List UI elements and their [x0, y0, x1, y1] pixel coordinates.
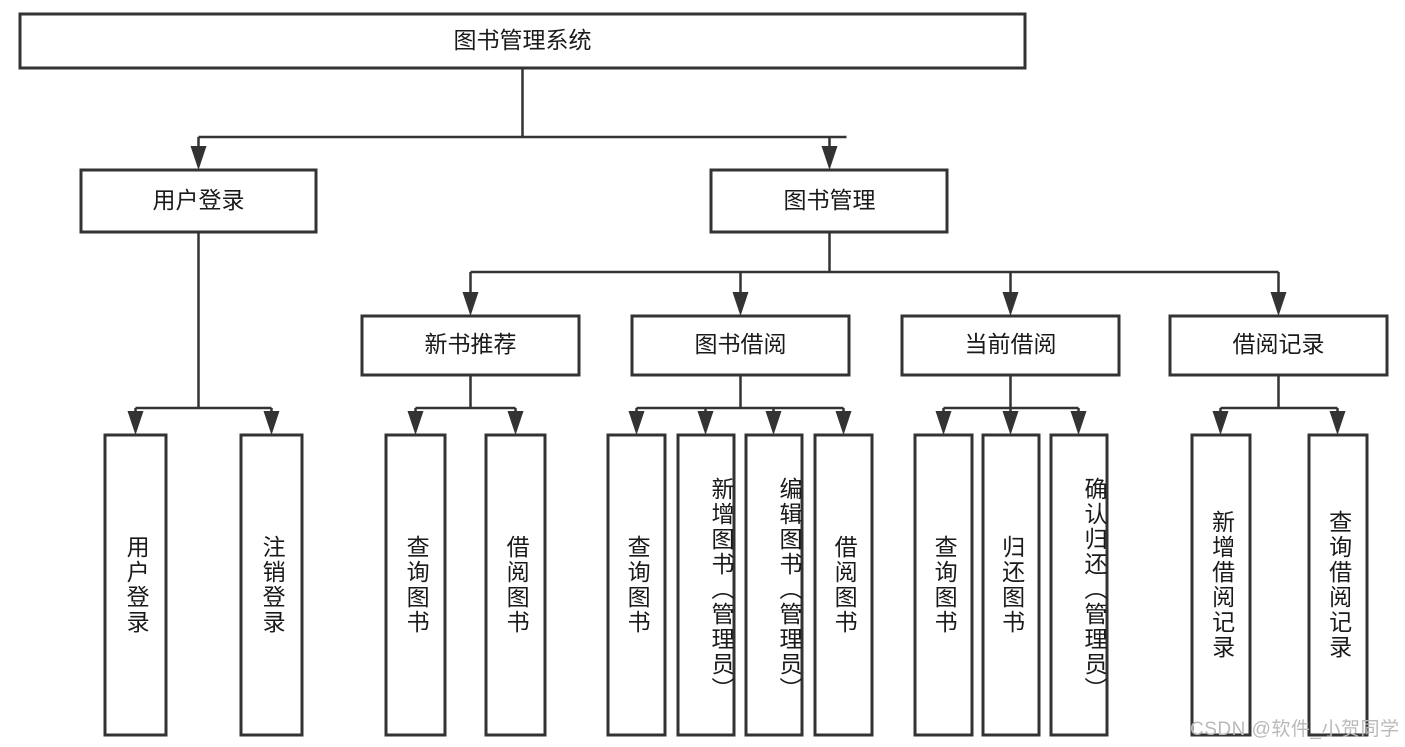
- arrow-head-user-login: [190, 146, 207, 170]
- arrow-head-leaf-add-book: [697, 411, 714, 435]
- arrow-head-current-borrow: [1002, 292, 1019, 316]
- arrow-head-book-management: [821, 146, 838, 170]
- node-root-label: 图书管理系统: [454, 27, 592, 53]
- node-leaf-borrow-book-2-box[interactable]: [813, 433, 874, 737]
- node-root-box[interactable]: [18, 12, 1027, 70]
- arrow-head-leaf-borrow-book-1: [507, 411, 524, 435]
- arrow-head-leaf-user-login: [127, 411, 144, 435]
- node-user-login[interactable]: 用户登录: [79, 168, 318, 234]
- node-book-borrow[interactable]: 图书借阅: [630, 314, 851, 377]
- node-leaf-logout-login-box[interactable]: [239, 433, 304, 737]
- node-user-login-box[interactable]: [79, 168, 318, 234]
- node-new-book-recommend-label: 新书推荐: [425, 331, 517, 357]
- node-leaf-query-book-1-box[interactable]: [384, 433, 447, 737]
- node-leaf-confirm-return-box[interactable]: [1049, 433, 1109, 737]
- node-current-borrow[interactable]: 当前借阅: [900, 314, 1121, 377]
- connector-group-current-borrow: [935, 375, 1087, 435]
- arrow-head-leaf-query-book-3: [935, 411, 952, 435]
- arrow-head-leaf-query-book-2: [628, 411, 645, 435]
- node-leaf-query-record-box[interactable]: [1307, 433, 1369, 737]
- node-leaf-user-login-box[interactable]: [103, 433, 168, 737]
- node-leaf-edit-book-box[interactable]: [744, 433, 804, 737]
- connector-group-borrow-record: [1212, 375, 1346, 435]
- node-borrow-record-box[interactable]: [1168, 314, 1389, 377]
- node-current-borrow-box[interactable]: [900, 314, 1121, 377]
- watermark-text: CSDN @软件_小贺同学: [1190, 719, 1400, 740]
- node-new-book-recommend-box[interactable]: [360, 314, 581, 377]
- arrow-head-new-book-recommend: [462, 292, 479, 316]
- node-root[interactable]: 图书管理系统: [18, 12, 1027, 70]
- node-book-borrow-label: 图书借阅: [695, 331, 787, 357]
- arrow-head-leaf-borrow-book-2: [835, 411, 852, 435]
- node-leaf-borrow-book-1-box[interactable]: [484, 433, 547, 737]
- arrow-head-leaf-return-book: [1002, 411, 1019, 435]
- node-current-borrow-label: 当前借阅: [965, 331, 1057, 357]
- arrow-head-borrow-record: [1270, 292, 1287, 316]
- connector-group-root: [190, 68, 847, 170]
- arrow-head-leaf-add-record: [1212, 411, 1229, 435]
- node-borrow-record[interactable]: 借阅记录: [1168, 314, 1389, 377]
- connector-group-book-management: [462, 232, 1287, 316]
- node-book-management[interactable]: 图书管理: [709, 168, 949, 234]
- node-leaf-add-record-box[interactable]: [1190, 433, 1252, 737]
- arrow-head-leaf-confirm-return: [1070, 411, 1087, 435]
- arrow-head-book-borrow: [732, 292, 749, 316]
- node-leaf-query-book-3-box[interactable]: [913, 433, 974, 737]
- arrow-head-leaf-edit-book: [765, 411, 782, 435]
- node-new-book-recommend[interactable]: 新书推荐: [360, 314, 581, 377]
- node-book-management-box[interactable]: [709, 168, 949, 234]
- connector-group-user-login: [127, 232, 280, 435]
- node-book-borrow-box[interactable]: [630, 314, 851, 377]
- arrow-head-leaf-query-record: [1329, 411, 1346, 435]
- node-user-login-label: 用户登录: [153, 187, 245, 213]
- node-book-management-label: 图书管理: [784, 187, 876, 213]
- arrow-head-leaf-query-book-1: [407, 411, 424, 435]
- node-leaf-return-book-box[interactable]: [981, 433, 1041, 737]
- arrow-head-leaf-logout-login: [263, 411, 280, 435]
- connector-group-new-book-recommend: [407, 375, 524, 435]
- node-leaf-add-book-box[interactable]: [676, 433, 736, 737]
- node-leaf-query-book-2-box[interactable]: [606, 433, 667, 737]
- node-borrow-record-label: 借阅记录: [1233, 331, 1325, 357]
- connector-group-book-borrow: [628, 375, 852, 435]
